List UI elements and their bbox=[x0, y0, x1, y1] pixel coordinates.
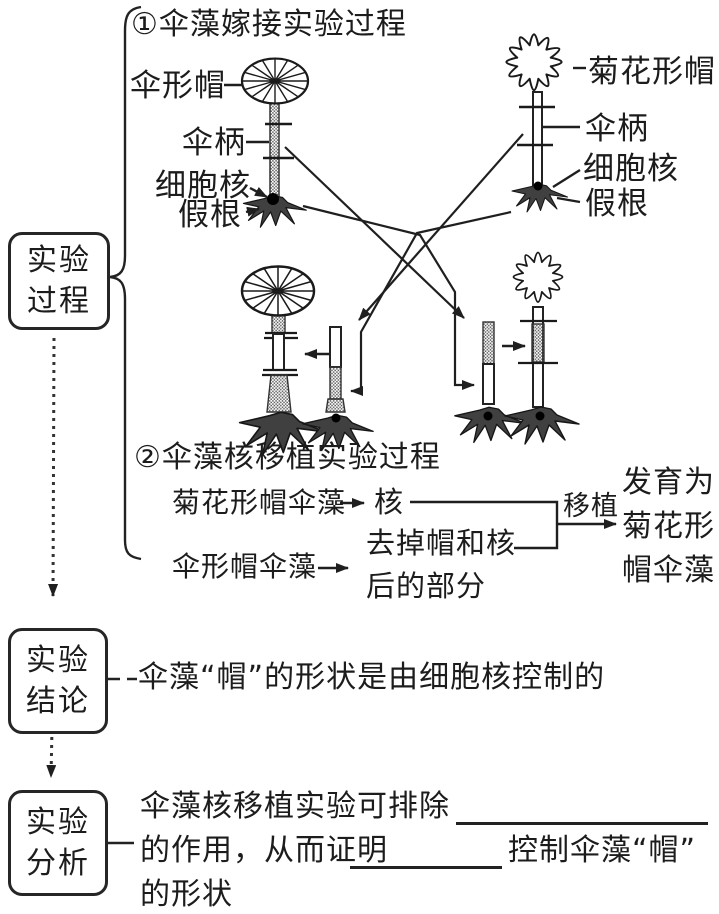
donor-part-label: 核 bbox=[374, 485, 405, 519]
recipient-part-line2: 后的部分 bbox=[366, 569, 487, 603]
label-rhizoid-right: 假根 bbox=[585, 186, 649, 222]
mid-right-pair bbox=[454, 251, 580, 445]
label-stalk-right: 伞柄 bbox=[585, 111, 649, 147]
label-nucleus-right: 细胞核 bbox=[583, 151, 679, 187]
recipient-part-line1: 去掉帽和核 bbox=[366, 526, 517, 560]
label-connectors bbox=[224, 66, 586, 217]
nuclear-transplant-flow bbox=[318, 498, 617, 573]
conclusion-text: 伞藻“帽”的形状是由细胞核控制的 bbox=[138, 660, 606, 695]
nucleus-dot bbox=[483, 411, 493, 421]
analysis-line2-before-blank: 的作用，从而证明 bbox=[140, 833, 388, 868]
analysis-line1: 伞藻核移植实验可排除 bbox=[140, 789, 450, 824]
donor-label: 菊花形帽伞藻 bbox=[172, 486, 347, 519]
label-flower-cap: 菊花形帽 bbox=[588, 54, 716, 90]
label-stalk-left: 伞柄 bbox=[182, 125, 246, 161]
process-box-label: 实验过程 bbox=[27, 243, 91, 319]
flower-algae-figure bbox=[505, 33, 569, 213]
process-brace bbox=[109, 5, 142, 561]
nucleus-dot bbox=[535, 411, 545, 421]
analysis-box: 实验分析 bbox=[8, 790, 108, 896]
nucleus-dot bbox=[533, 181, 543, 191]
flow-arrow-process-to-conclusion bbox=[48, 337, 59, 597]
conclusion-box-label: 实验结论 bbox=[26, 643, 90, 719]
nucleus-dot bbox=[331, 413, 341, 423]
flow-arrow-conclusion-to-analysis bbox=[46, 728, 57, 778]
label-umbrella-cap: 伞形帽 bbox=[130, 68, 226, 104]
analysis-line2-after-blank: 控制伞藻“帽” bbox=[508, 833, 697, 868]
section1-title: ①伞藻嫁接实验过程 bbox=[131, 7, 407, 42]
blank-line-1 bbox=[456, 822, 708, 825]
conclusion-box: 实验结论 bbox=[8, 628, 108, 734]
analysis-line3: 的形状 bbox=[140, 877, 233, 912]
result-line2: 菊花形 bbox=[622, 509, 715, 544]
section2-title: ②伞藻核移植实验过程 bbox=[134, 440, 441, 475]
blank-line-2 bbox=[350, 866, 502, 869]
mid-left-pair bbox=[238, 265, 374, 456]
label-nucleus-left: 细胞核 bbox=[155, 168, 251, 204]
process-box: 实验过程 bbox=[8, 232, 110, 330]
nucleus-dot bbox=[267, 193, 279, 205]
analysis-box-label: 实验分析 bbox=[26, 805, 90, 881]
umbrella-algae-figure bbox=[240, 57, 310, 228]
recipient-label: 伞形帽伞藻 bbox=[172, 550, 318, 583]
result-line3: 帽伞藻 bbox=[622, 553, 715, 588]
transplant-label: 移植 bbox=[563, 491, 619, 522]
result-line1: 发育为 bbox=[622, 465, 715, 500]
label-rhizoid-left: 假根 bbox=[178, 197, 242, 233]
graft-cross-arrows bbox=[284, 133, 524, 396]
